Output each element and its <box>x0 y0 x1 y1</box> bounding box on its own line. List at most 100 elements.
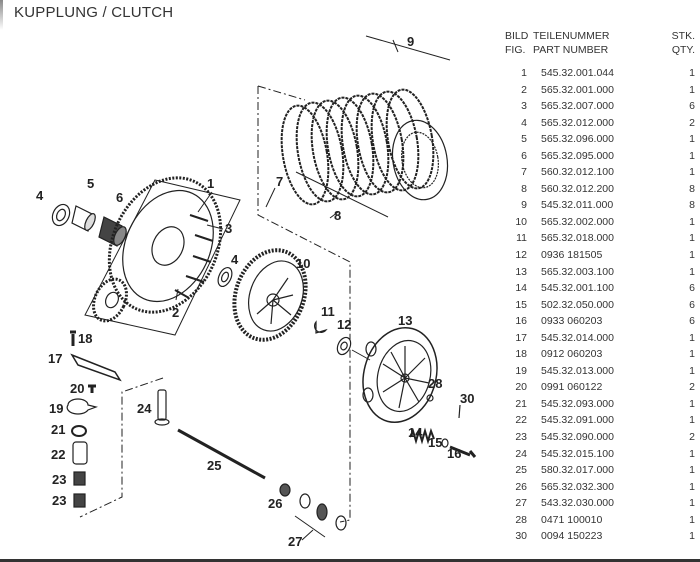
cell-fig: 1 <box>521 67 527 79</box>
cell-fig: 14 <box>515 282 527 295</box>
cell-fig: 18 <box>515 348 527 361</box>
cell-fig: 6 <box>521 149 527 162</box>
cell-fig: 7 <box>521 166 527 179</box>
table-row: 9 545.32.011.000 8 <box>505 197 695 214</box>
cell-part-number: 0991 060122 <box>541 381 603 394</box>
cell-part-number: 565.32.032.300 <box>541 480 614 493</box>
part-4-washer <box>51 203 71 227</box>
part-27-thrust-bearing-set <box>294 493 347 541</box>
cell-part-number: 565.32.018.000 <box>541 232 614 245</box>
cell-fig: 10 <box>515 215 527 228</box>
scan-bottom-edge <box>0 559 700 562</box>
cell-qty: 2 <box>689 381 695 394</box>
part-4-washer-2 <box>217 266 233 288</box>
callout-17: 17 <box>48 351 62 366</box>
part-10-clutch-hub <box>232 248 308 342</box>
part-21-seal <box>71 425 87 437</box>
callout-24: 24 <box>137 401 152 416</box>
cell-fig: 27 <box>515 497 527 510</box>
cell-fig: 30 <box>515 530 527 543</box>
callout-27: 27 <box>288 534 302 549</box>
cell-fig: 5 <box>521 133 527 146</box>
assembly-bracket-top <box>257 85 306 101</box>
callout-3: 3 <box>225 221 232 236</box>
cell-fig: 26 <box>515 480 527 493</box>
cell-fig: 4 <box>521 116 527 129</box>
assembly-bracket-plates <box>257 86 351 523</box>
cell-fig: 28 <box>515 513 527 526</box>
callout-2: 2 <box>172 305 179 320</box>
cell-qty: 2 <box>689 431 695 444</box>
callout-15: 15 <box>428 435 442 450</box>
cell-fig: 12 <box>515 249 527 262</box>
cell-qty: 1 <box>689 232 695 245</box>
cell-fig: 13 <box>515 265 527 278</box>
callout-16: 16 <box>447 446 461 461</box>
cell-qty: 2 <box>689 116 695 129</box>
assembly-bracket-left <box>79 377 164 518</box>
cell-part-number: 565.32.003.100 <box>541 265 614 278</box>
cell-part-number: 0094 150223 <box>541 530 603 543</box>
part-23-needle-bearing-b <box>73 493 86 508</box>
callout-28: 28 <box>428 376 442 391</box>
cell-qty: 1 <box>689 530 695 543</box>
parts-table: BILD TEILENUMMER STK. FIG. PART NUMBER Q… <box>505 29 695 545</box>
cell-part-number: 565.32.095.000 <box>541 149 614 162</box>
cell-fig: 24 <box>515 447 527 460</box>
page-title: KUPPLUNG / CLUTCH <box>14 4 174 21</box>
cell-qty: 1 <box>689 397 695 410</box>
part-1-primary-gear <box>92 277 128 323</box>
table-row: 11 565.32.018.000 1 <box>505 230 695 247</box>
part-20-screw <box>88 384 96 393</box>
callout-7: 7 <box>276 174 283 189</box>
cell-qty: 1 <box>689 133 695 146</box>
cell-part-number: 565.32.002.000 <box>541 215 614 228</box>
part-15-washer <box>441 438 449 448</box>
cell-fig: 23 <box>515 431 527 444</box>
cell-qty: 1 <box>689 83 695 96</box>
part-22-sleeve <box>72 441 88 465</box>
cell-qty: 1 <box>689 364 695 377</box>
cell-fig: 9 <box>521 199 527 212</box>
header-qty-en: QTY. <box>671 44 695 56</box>
part-5-sleeve <box>71 205 96 232</box>
cell-fig: 2 <box>521 83 527 96</box>
callout-26: 26 <box>268 496 282 511</box>
cell-part-number: 545.32.014.000 <box>541 331 614 344</box>
header-qty-de: STK. <box>671 30 695 42</box>
part-23-needle-bearing-a <box>73 471 86 486</box>
cell-fig: 3 <box>521 100 527 113</box>
cell-part-number: 545.32.011.000 <box>541 199 614 212</box>
callout-20: 20 <box>70 381 84 396</box>
part-1-clutch-housing <box>107 176 223 314</box>
part-28-o-ring <box>426 394 434 402</box>
callout-12: 12 <box>337 317 351 332</box>
cell-part-number: 565.32.096.000 <box>541 133 614 146</box>
part-12-nut <box>336 336 352 356</box>
callout-11: 11 <box>321 304 335 319</box>
scan-edge <box>0 0 3 30</box>
cell-qty: 8 <box>689 199 695 212</box>
callout-21: 21 <box>51 422 65 437</box>
part-26-bearing <box>279 483 291 497</box>
callout-19: 19 <box>49 401 63 416</box>
callout-30: 30 <box>460 391 474 406</box>
header-fig-en: FIG. <box>505 44 526 56</box>
cell-fig: 11 <box>516 232 527 245</box>
cell-qty: 6 <box>689 298 695 311</box>
